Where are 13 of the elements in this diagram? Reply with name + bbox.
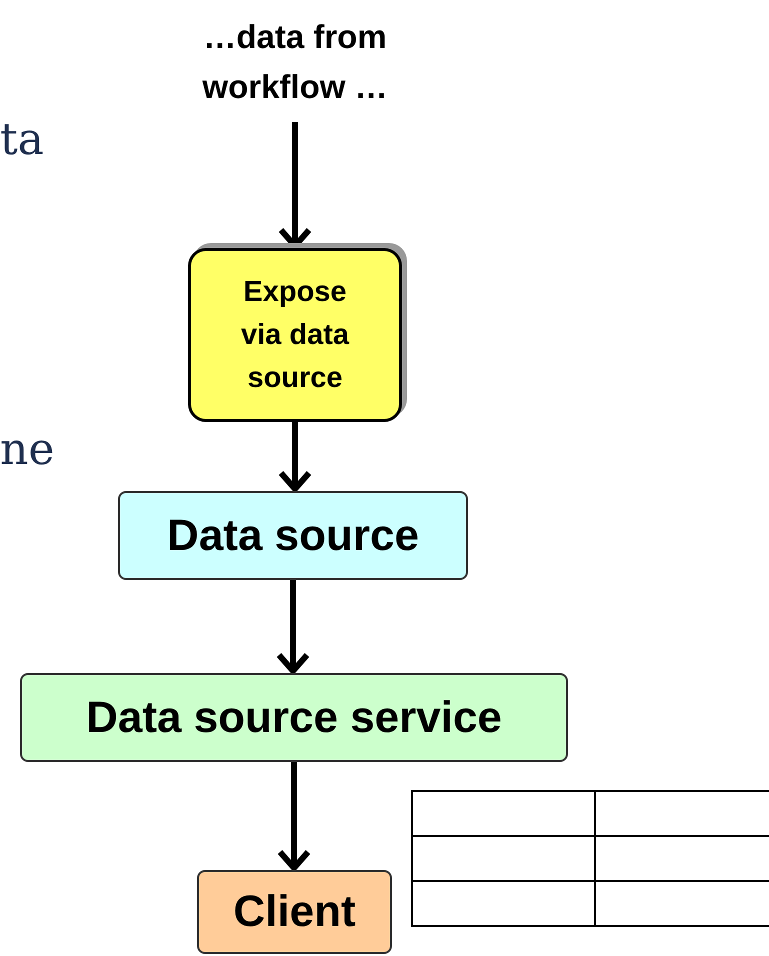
node-text: Data source [167,510,419,562]
process-box [197,870,392,954]
node-text: Client [233,886,356,938]
node-text: Data source service [86,692,502,744]
arrow [276,580,310,674]
node-text: …data from workflow … [201,17,389,107]
process-box [118,491,468,580]
node-text: Expose via data source [240,274,350,396]
arrow [277,762,311,871]
partial-text: ta [0,113,44,167]
arrow [278,422,312,492]
partial-text: ne [0,423,54,477]
process-box [20,673,568,762]
